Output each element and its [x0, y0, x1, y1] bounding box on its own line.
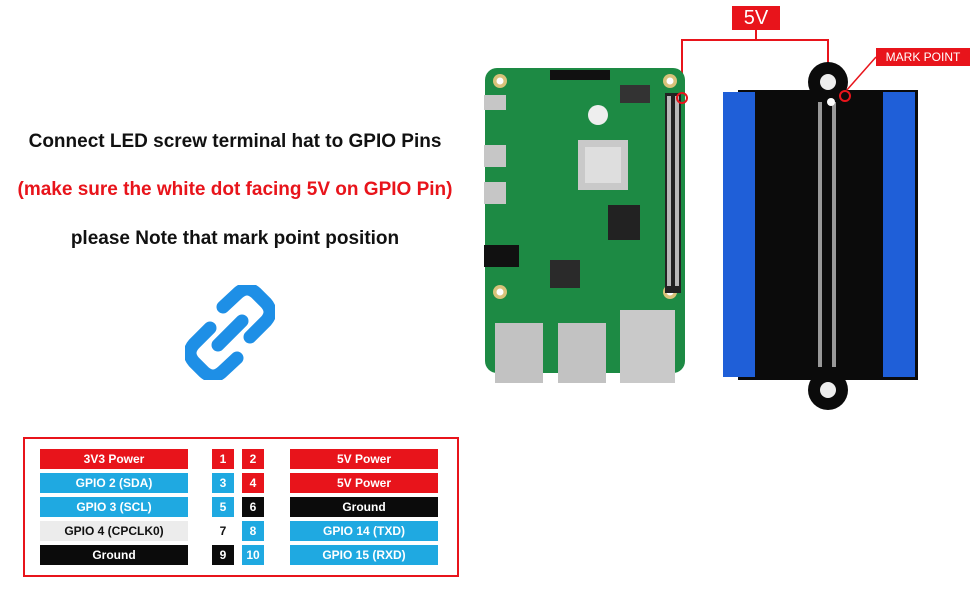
pin-9-number: 9: [212, 545, 234, 565]
pin-7-number: 7: [212, 521, 234, 541]
pin-5-name: GPIO 3 (SCL): [40, 497, 188, 517]
pin-2-name: 5V Power: [290, 449, 438, 469]
pin-8-number: 8: [242, 521, 264, 541]
pin-7-name: GPIO 4 (CPCLK0): [40, 521, 188, 541]
instruction-line-1: Connect LED screw terminal hat to GPIO P…: [28, 131, 442, 152]
pin-3-name: GPIO 2 (SDA): [40, 473, 188, 493]
pin-4-number: 4: [242, 473, 264, 493]
chain-link-icon: [185, 285, 275, 380]
raspberry-pi-board: [484, 68, 688, 383]
pin-6-number: 6: [242, 497, 264, 517]
pin-2-number: 2: [242, 449, 264, 469]
gpio-pin-table: 3V3 Power GPIO 2 (SDA) GPIO 3 (SCL) GPIO…: [23, 437, 459, 577]
instruction-line-3: please Note that mark point position: [70, 228, 400, 249]
pin-3-number: 3: [212, 473, 234, 493]
pin-1-number: 1: [212, 449, 234, 469]
led-terminal-hat-board: [723, 62, 918, 410]
five-v-label: 5V: [732, 6, 780, 30]
instruction-line-2: (make sure the white dot facing 5V on GP…: [17, 179, 453, 200]
pin-4-name: 5V Power: [290, 473, 438, 493]
pin-6-name: Ground: [290, 497, 438, 517]
pin-9-name: Ground: [40, 545, 188, 565]
pin-1-name: 3V3 Power: [40, 449, 188, 469]
mark-point-callout-line: [845, 56, 877, 92]
pin-10-name: GPIO 15 (RXD): [290, 545, 438, 565]
pin-10-number: 10: [242, 545, 264, 565]
pin-8-name: GPIO 14 (TXD): [290, 521, 438, 541]
pin-5-number: 5: [212, 497, 234, 517]
mark-point-label: MARK POINT: [876, 48, 970, 66]
